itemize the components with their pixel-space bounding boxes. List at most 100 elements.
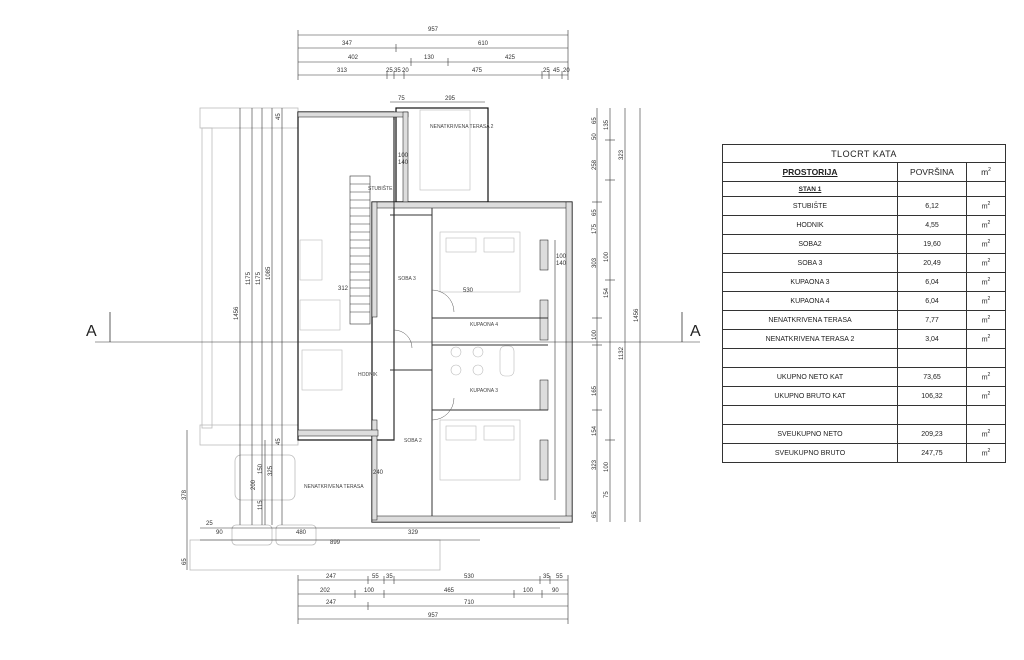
right-dimension-lines xyxy=(554,108,641,522)
dim-bottom: 55 xyxy=(556,574,563,580)
dim-top: 130 xyxy=(424,55,435,61)
room-unit: m2 xyxy=(966,215,1006,235)
dim-right: 65 xyxy=(592,117,598,124)
room-area: 19,60 xyxy=(897,234,967,254)
dim-bottom: 530 xyxy=(464,574,475,580)
dim-right: 323 xyxy=(619,149,625,160)
dim-top: 313 xyxy=(337,68,348,74)
dim-left: 200 xyxy=(251,479,257,490)
table-row: NENATKRIVENA TERASA 2 3,04 m2 xyxy=(722,329,1006,349)
dim-top: 295 xyxy=(445,96,456,102)
room-unit: m2 xyxy=(966,386,1006,406)
dim-bottom: 100 xyxy=(523,588,534,594)
apartment-label: STAN 1 xyxy=(722,181,898,197)
room-unit: m2 xyxy=(966,272,1006,292)
dim-top: 75 xyxy=(398,96,405,102)
room-unit: m2 xyxy=(966,443,1006,463)
dim-top: 425 xyxy=(505,55,516,61)
dim-right: 65 xyxy=(592,209,598,216)
table-row: KUPAONA 3 6,04 m2 xyxy=(722,272,1006,292)
dim-right: 303 xyxy=(592,257,598,268)
room-label: NENATKRIVENA TERASA 2 xyxy=(430,124,494,130)
room-name: SOBA2 xyxy=(722,234,898,254)
dim-left: 115 xyxy=(258,500,264,510)
room-label: SOBA 3 xyxy=(398,276,416,282)
dim-right: 1132 xyxy=(619,346,625,360)
building-outline xyxy=(297,107,573,523)
dim-interior: 312 xyxy=(338,286,349,292)
dim-right: 135 xyxy=(604,119,610,130)
dim-left: 329 xyxy=(408,530,419,536)
bottom-dimension-values: 247 55 35 530 35 55 202 100 465 100 90 2… xyxy=(320,574,563,619)
dim-bottom: 90 xyxy=(552,588,559,594)
top-dimension-lines xyxy=(297,30,569,103)
total-label: SVEUKUPNO BRUTO xyxy=(722,443,898,463)
section-marker-left: A xyxy=(86,323,97,340)
room-unit: m2 xyxy=(966,196,1006,216)
table-row-blank xyxy=(722,405,1006,425)
room-area: 6,04 xyxy=(897,291,967,311)
dim-bottom: 35 xyxy=(386,574,393,580)
dim-top: 35 xyxy=(394,68,401,74)
dim-right: 75 xyxy=(604,491,610,498)
total-value: 106,32 xyxy=(897,386,967,406)
dim-bottom: 202 xyxy=(320,588,331,594)
dim-top: 347 xyxy=(342,41,353,47)
dim-bottom: 957 xyxy=(428,613,439,619)
total-label: UKUPNO NETO KAT xyxy=(722,367,898,387)
room-name: SOBA 3 xyxy=(722,253,898,273)
interior-walls xyxy=(390,120,548,516)
section-marker-right: A xyxy=(690,323,701,340)
room-label: SOBA 2 xyxy=(404,438,422,444)
room-area: 20,49 xyxy=(897,253,967,273)
dim-left: 1175 xyxy=(246,271,252,285)
dim-interior: 100 xyxy=(398,153,409,159)
interior-dimension-values: 312 530 100 140 240 100 140 xyxy=(338,153,567,476)
dim-right: 154 xyxy=(604,287,610,298)
total-value: 73,65 xyxy=(897,367,967,387)
dim-interior: 140 xyxy=(556,261,567,267)
dim-left: 378 xyxy=(182,489,188,500)
room-unit: m2 xyxy=(966,310,1006,330)
dim-bottom: 55 xyxy=(372,574,379,580)
table-row: SVEUKUPNO BRUTO 247,75 m2 xyxy=(722,443,1006,463)
area-table: TLOCRT KATA PROSTORIJA POVRŠINA m2 STAN … xyxy=(722,144,1006,463)
column-header-room: PROSTORIJA xyxy=(722,162,898,182)
column-header-area: POVRŠINA xyxy=(897,162,967,182)
dim-left: 45 xyxy=(276,113,282,120)
dim-left: 1456 xyxy=(234,306,240,320)
room-unit: m2 xyxy=(966,367,1006,387)
dim-left: 150 xyxy=(258,463,264,474)
room-unit: m2 xyxy=(966,424,1006,444)
dim-top: 610 xyxy=(478,41,489,47)
dim-left: 90 xyxy=(216,530,223,536)
doors xyxy=(393,289,455,421)
dim-top: 475 xyxy=(472,68,483,74)
total-label: UKUPNO BRUTO KAT xyxy=(722,386,898,406)
dim-interior: 140 xyxy=(398,160,409,166)
room-area: 6,12 xyxy=(897,196,967,216)
dim-bottom: 100 xyxy=(364,588,375,594)
dim-bottom: 247 xyxy=(326,600,337,606)
total-value: 247,75 xyxy=(897,443,967,463)
table-row-blank xyxy=(722,348,1006,368)
column-header-unit: m2 xyxy=(966,162,1006,182)
total-value: 209,23 xyxy=(897,424,967,444)
top-dimension-values: 957 347 610 402 130 425 313 25 35 20 475… xyxy=(337,27,570,102)
bottom-dimension-lines xyxy=(297,575,569,624)
furniture xyxy=(299,109,521,481)
room-name: HODNIK xyxy=(722,215,898,235)
room-label: HODNIK xyxy=(358,372,378,378)
room-unit: m2 xyxy=(966,329,1006,349)
dim-top: 20 xyxy=(402,68,409,74)
room-label: KUPAONA 3 xyxy=(470,388,498,394)
table-row: SOBA 3 20,49 m2 xyxy=(722,253,1006,273)
room-name: KUPAONA 4 xyxy=(722,291,898,311)
dim-top: 25 xyxy=(543,68,550,74)
dim-bottom: 35 xyxy=(543,574,550,580)
dim-right: 50 xyxy=(592,133,598,140)
dim-left: 1085 xyxy=(266,266,272,280)
room-label: KUPAONA 4 xyxy=(470,322,498,328)
room-area: 7,77 xyxy=(897,310,967,330)
dim-top: 45 xyxy=(553,68,560,74)
